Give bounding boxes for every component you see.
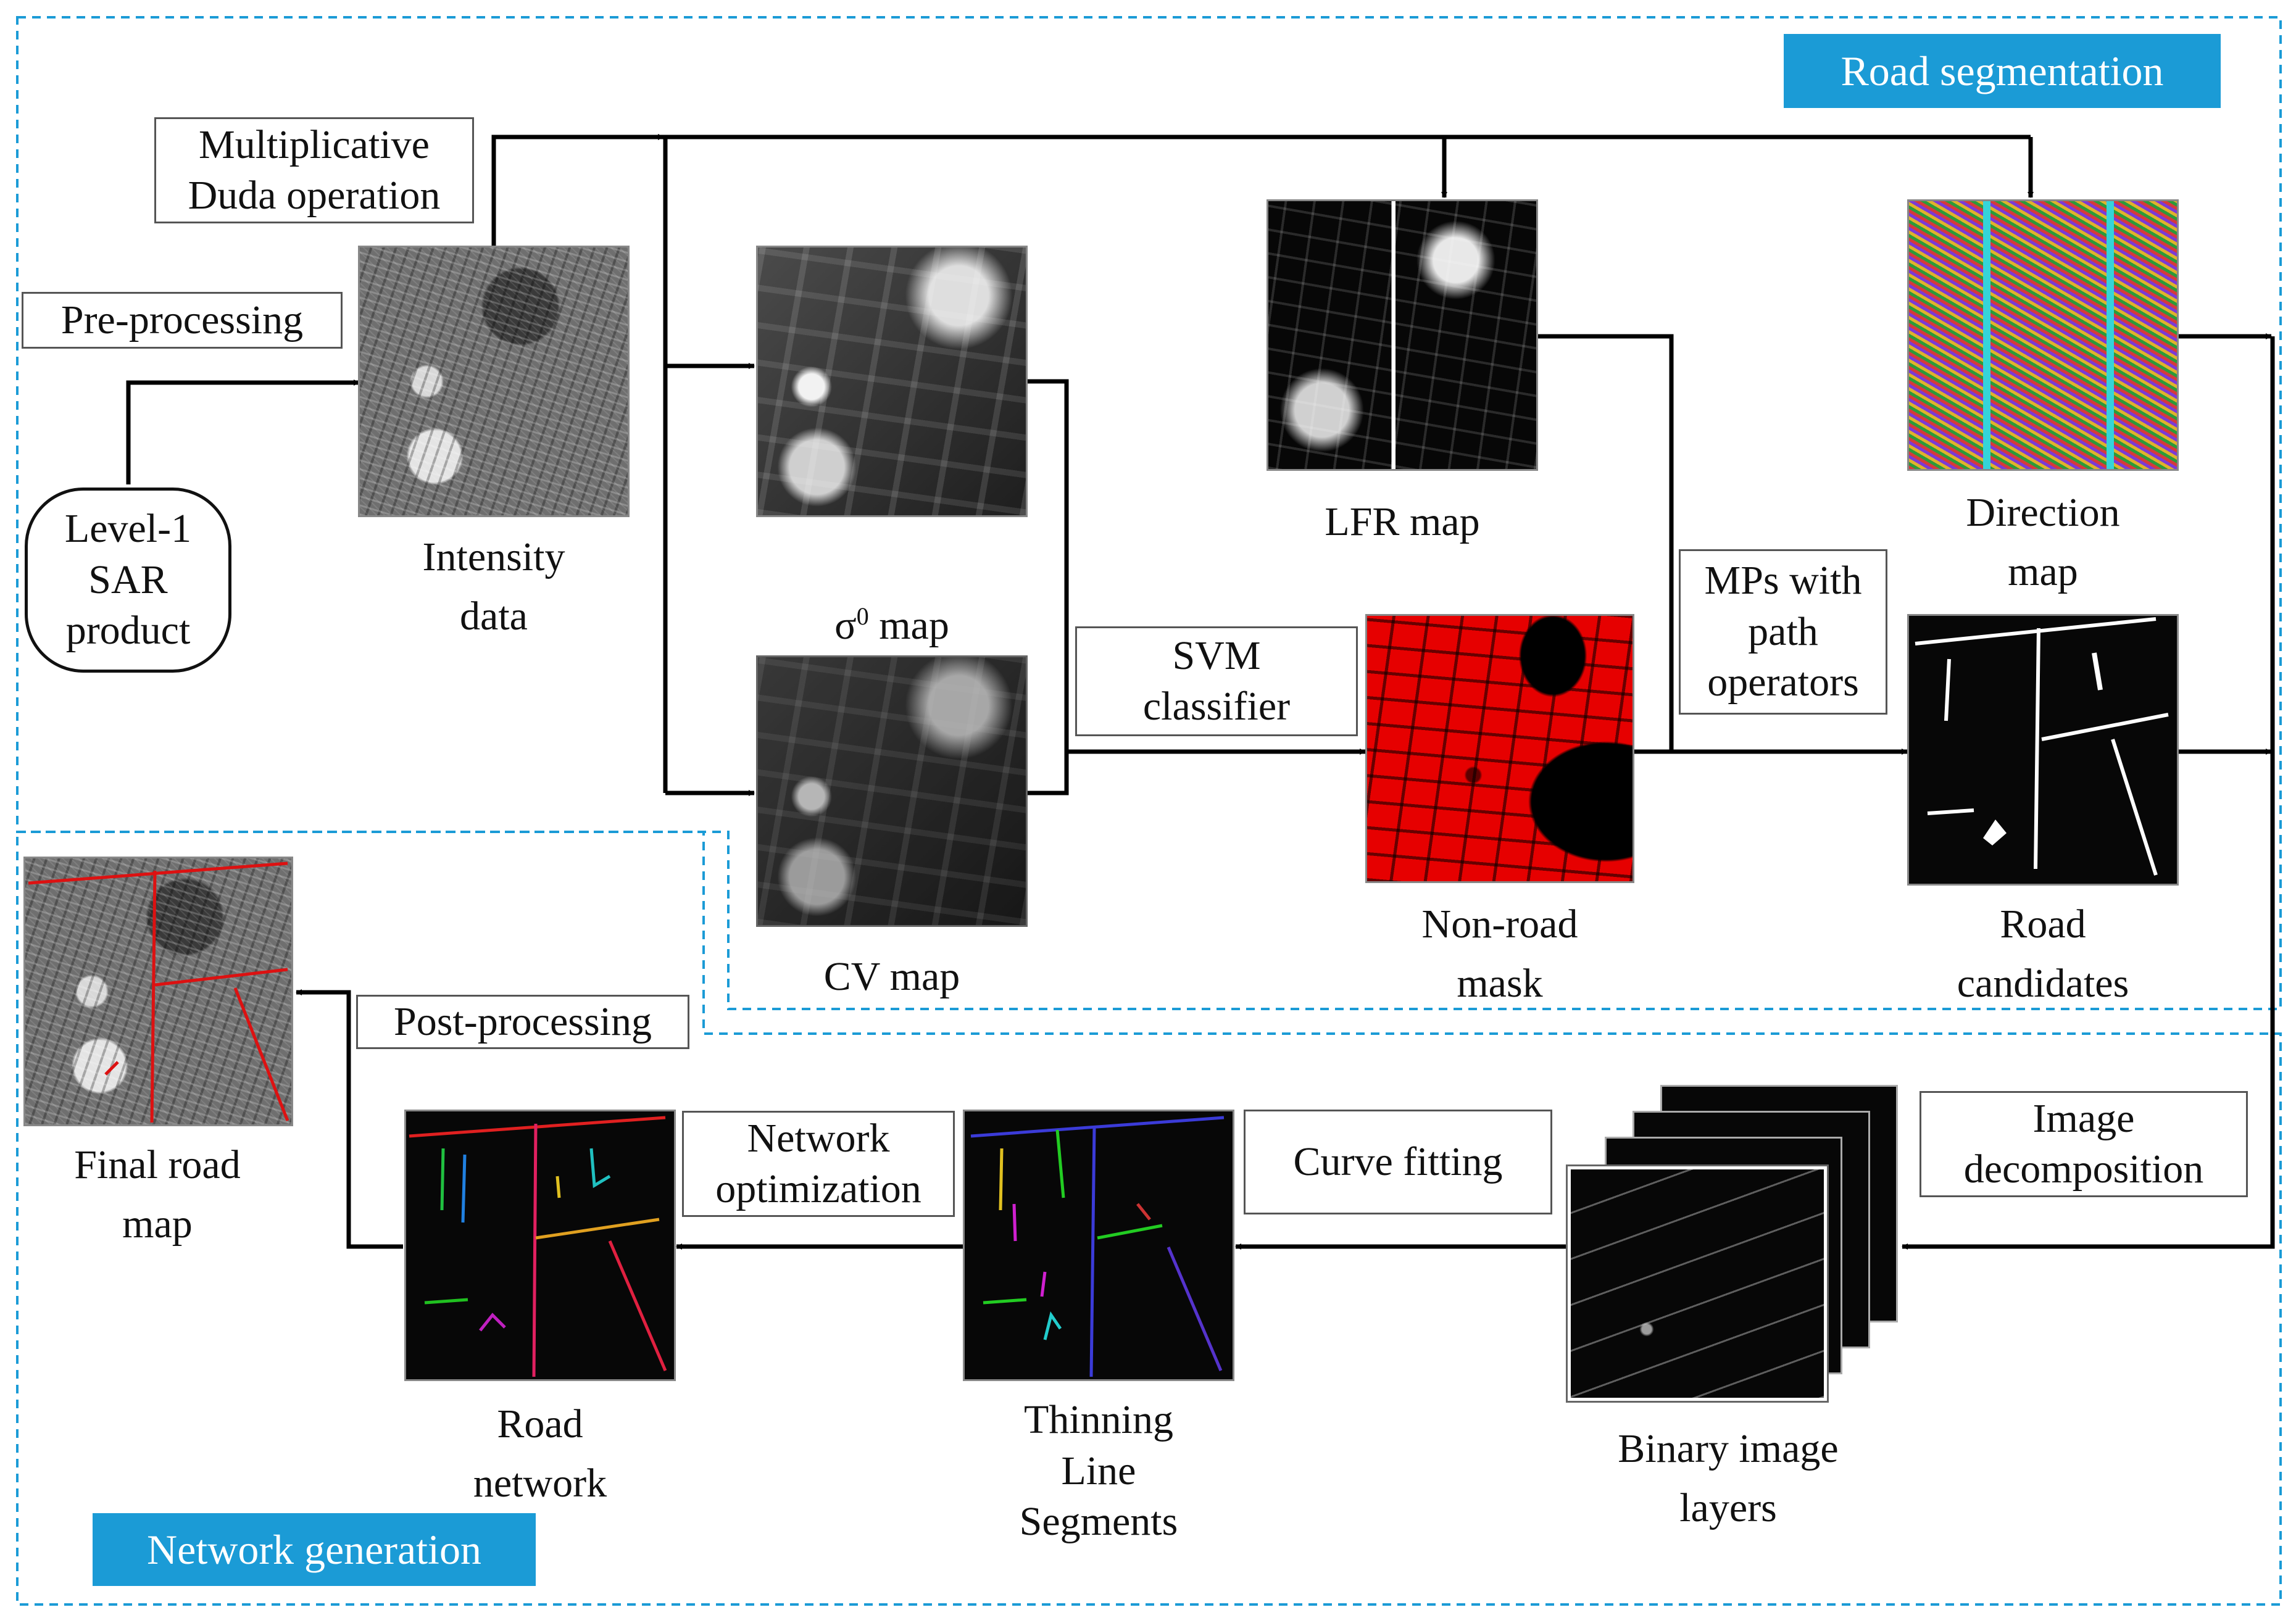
curve-fitting-box: Curve fitting <box>1244 1110 1552 1214</box>
road-network-lines <box>409 1116 667 1377</box>
sigma0-map-caption: σ0 map <box>756 537 1028 655</box>
lfr-map-caption: LFR map <box>1325 499 1480 544</box>
intensity-data-caption: Intensity data <box>422 534 565 639</box>
thinning-line-segments-caption: Thinning Line Segments <box>1019 1397 1178 1544</box>
arrow-decomposition <box>1902 336 2275 1250</box>
sigma0-map-word: map <box>868 602 949 648</box>
join-cv <box>1028 752 1069 795</box>
arrow-sar-to-intensity <box>126 380 360 484</box>
binary-layer-1 <box>1566 1164 1829 1403</box>
network-optimization-box: Network optimization <box>682 1111 955 1217</box>
arrow-postprocessing <box>296 989 403 1249</box>
mps-path-operators-box: MPs with path operators <box>1679 549 1887 715</box>
thinning-line-segments-image <box>963 1110 1234 1381</box>
intensity-data-image <box>358 246 630 517</box>
non-road-mask-image <box>1365 614 1634 883</box>
road-network-caption: Road network <box>473 1401 607 1506</box>
sigma0-map-image <box>756 246 1028 517</box>
non-road-mask-caption: Non-road mask <box>1421 902 1578 1006</box>
preprocessing-box: Pre-processing <box>22 292 343 349</box>
level1-sar-product-node: Level-1 SAR product <box>25 488 231 673</box>
final-road-map-image <box>23 857 293 1126</box>
join-sigma0 <box>1028 379 1069 752</box>
sigma0-symbol: σ <box>834 602 857 648</box>
direction-map-image <box>1907 199 2179 471</box>
lfr-map-image <box>1267 199 1538 471</box>
binary-image-layers-caption: Binary image layers <box>1618 1426 1839 1530</box>
road-candidates-lines <box>1915 617 2169 876</box>
duda-operation-box: Multiplicative Duda operation <box>154 117 474 223</box>
thinning-segments-lines <box>970 1116 1225 1377</box>
svm-classifier-box: SVM classifier <box>1075 626 1358 736</box>
image-decomposition-box: Image decomposition <box>1920 1091 2248 1197</box>
road-candidates-image <box>1907 614 2179 886</box>
postprocessing-box: Post-processing <box>356 995 689 1049</box>
cv-map-caption: CV map <box>823 954 960 999</box>
network-generation-outline <box>16 831 2282 1606</box>
cv-map-image <box>756 655 1028 927</box>
road-segmentation-banner: Road segmentation <box>1784 34 2221 108</box>
network-generation-banner: Network generation <box>93 1513 536 1586</box>
final-road-overlay <box>28 861 289 1123</box>
line-lfr-out <box>1538 334 1674 752</box>
road-candidates-caption: Road candidates <box>1957 902 2129 1006</box>
direction-map-caption: Direction map <box>1966 490 2120 594</box>
road-network-image <box>404 1110 676 1381</box>
final-road-map-caption: Final road map <box>74 1142 241 1247</box>
arrow-intensity-to-bus <box>491 134 664 246</box>
sigma0-superscript: 0 <box>856 602 869 630</box>
